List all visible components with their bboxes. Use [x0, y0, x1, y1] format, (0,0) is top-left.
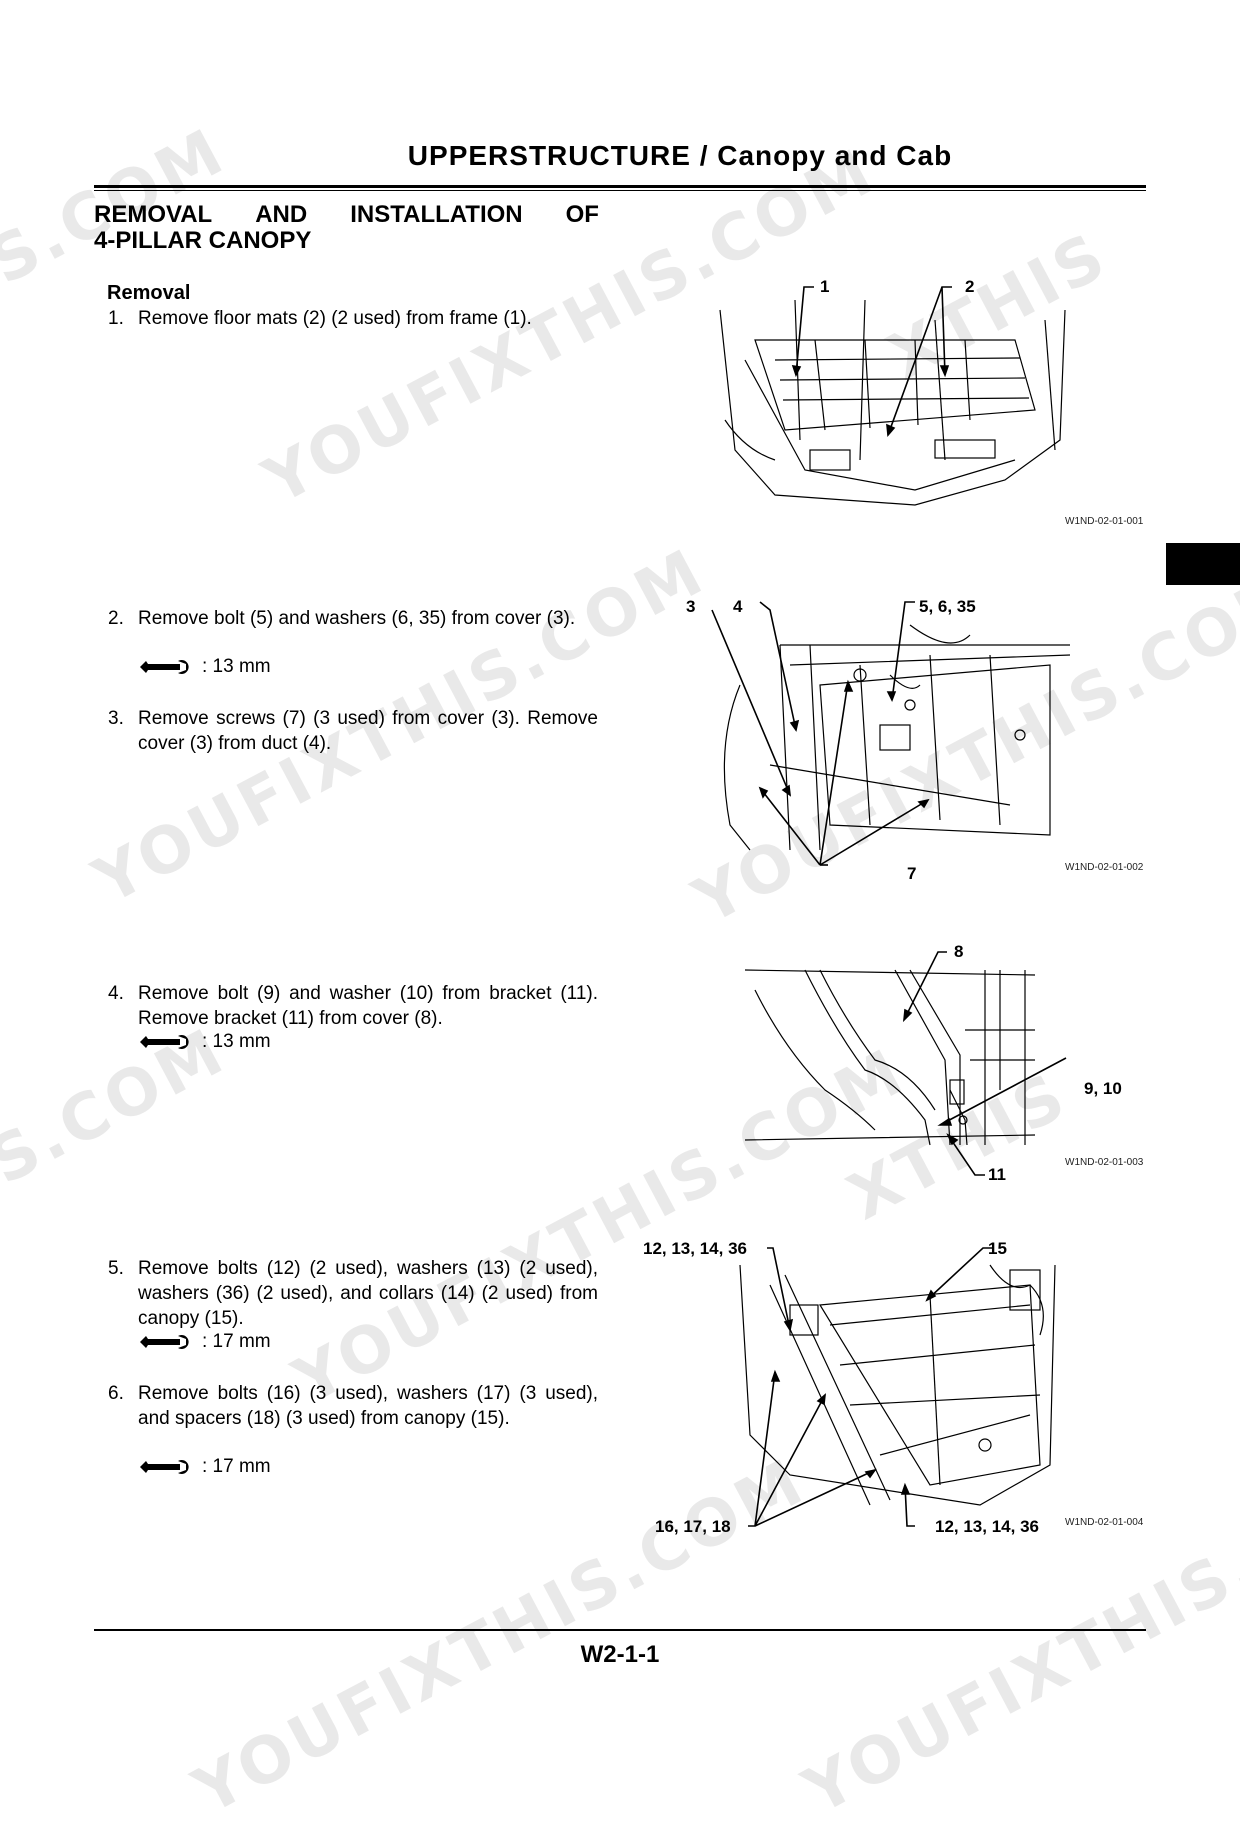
- header-rule-thin: [94, 190, 1146, 191]
- figure-4-illustration: [739, 1264, 1056, 1506]
- figure-1-illustration: [719, 299, 1066, 506]
- wrench-icon: [140, 660, 189, 674]
- figure-2-callouts: [711, 601, 930, 866]
- callout-label: 16, 17, 18: [655, 1517, 731, 1536]
- tool-spec: : 13 mm: [138, 656, 271, 678]
- wrench-icon: [140, 1035, 189, 1049]
- page-header-title: UPPERSTRUCTURE / Canopy and Cab: [407, 140, 953, 171]
- section-tab-marker: [1166, 543, 1240, 585]
- callout-label: 15: [988, 1239, 1007, 1258]
- callout-label: 5, 6, 35: [919, 597, 976, 616]
- wrench-icon: [140, 1460, 189, 1474]
- tool-spec: : 17 mm: [138, 1456, 271, 1478]
- step-2: 2.Remove bolt (5) and washers (6, 35) fr…: [108, 608, 576, 629]
- figure-2-illustration: [723, 624, 1071, 851]
- figure-1-callouts: [791, 286, 952, 437]
- header-rule: [94, 185, 1146, 188]
- step-6: 6.Remove bolts (16) (3 used), washers (1…: [108, 1383, 598, 1429]
- callout-label: 11: [988, 1165, 1006, 1184]
- subheading-removal: Removal: [107, 282, 191, 304]
- step-4: 4.Remove bolt (9) and washer (10) from b…: [108, 983, 598, 1029]
- step-5: 5.Remove bolts (12) (2 used), washers (1…: [108, 1258, 598, 1329]
- figure-code: W1ND-02-01-004: [1065, 1517, 1144, 1528]
- footer-rule: [94, 1629, 1146, 1631]
- figure-code: W1ND-02-01-001: [1065, 516, 1144, 527]
- tool-spec: : 17 mm: [138, 1331, 271, 1353]
- figure-code: W1ND-02-01-002: [1065, 862, 1144, 873]
- figure-3-illustration: [744, 969, 1036, 1146]
- section-title: REMOVAL AND INSTALLATION OF 4-PILLAR CAN…: [94, 201, 599, 254]
- step-1: 1.Remove floor mats (2) (2 used) from fr…: [108, 308, 532, 329]
- page-number: W2-1-1: [580, 1641, 660, 1668]
- figure-3-callouts: [902, 951, 1067, 1176]
- callout-label: 12, 13, 14, 36: [935, 1517, 1039, 1536]
- figure-code: W1ND-02-01-003: [1065, 1157, 1144, 1168]
- callout-label: 4: [733, 597, 743, 616]
- callout-label: 1: [820, 277, 830, 296]
- tool-spec: : 13 mm: [138, 1031, 271, 1053]
- figure-4-callouts: [748, 1247, 993, 1527]
- wrench-icon: [140, 1335, 189, 1349]
- watermark: YOUFIXTHIS.COM: [182, 1444, 818, 1829]
- callout-label: 3: [686, 597, 696, 616]
- step-3: 3.Remove screws (7) (3 used) from cover …: [108, 708, 598, 754]
- callout-label: 9, 10: [1084, 1079, 1122, 1098]
- callout-label: 2: [965, 277, 975, 296]
- callout-label: 7: [907, 864, 917, 883]
- callout-label: 12, 13, 14, 36: [643, 1239, 747, 1258]
- callout-label: 8: [954, 942, 964, 961]
